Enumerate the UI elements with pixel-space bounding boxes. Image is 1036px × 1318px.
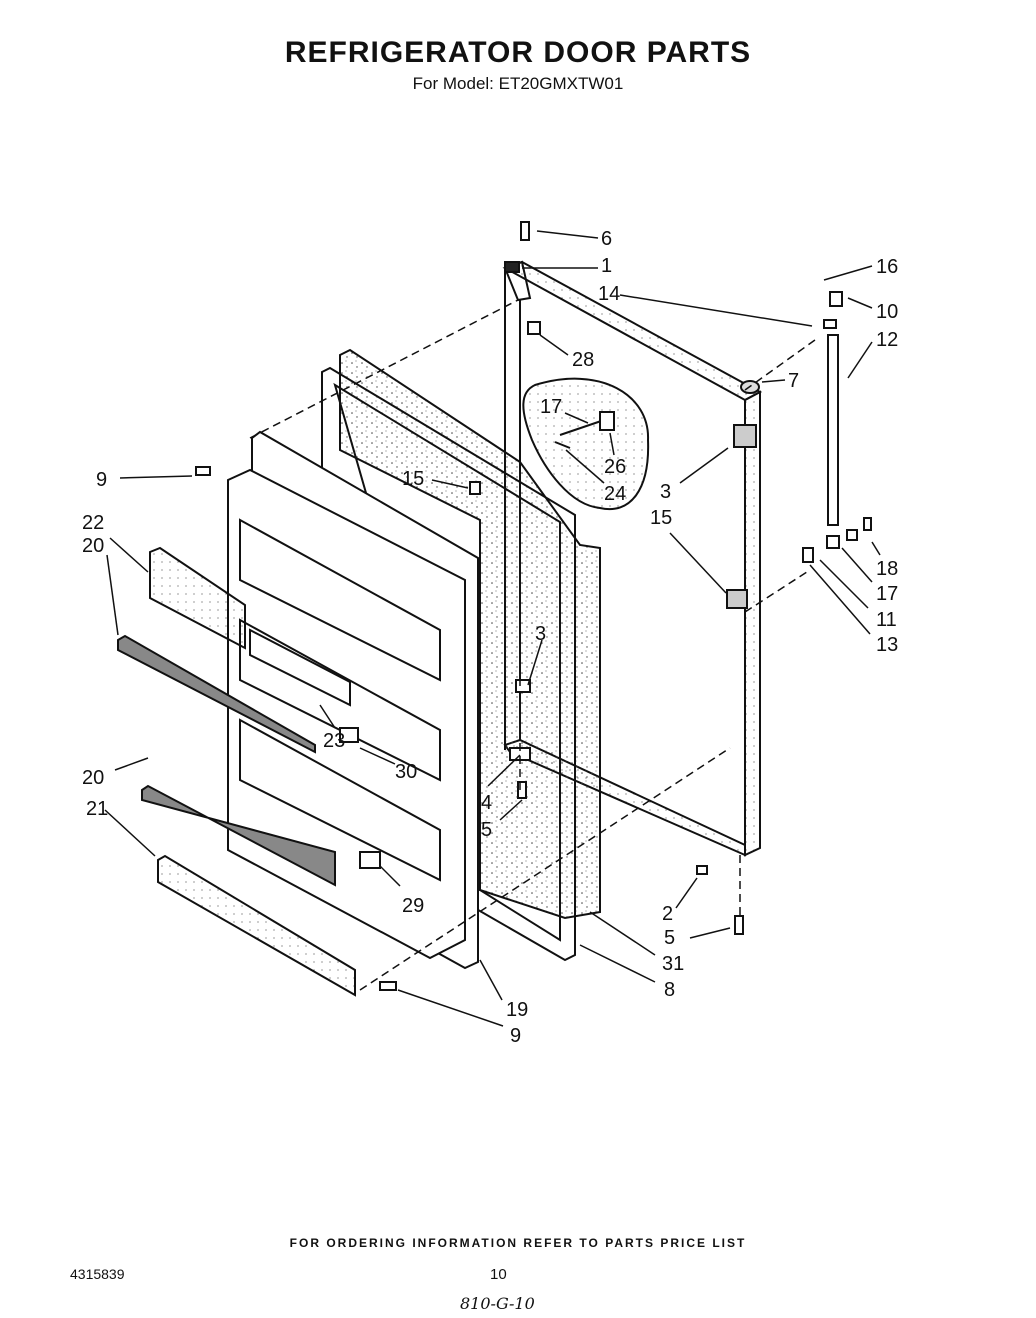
callout-label: 21 (86, 798, 108, 820)
callout-label: 9 (96, 469, 107, 491)
callout-label: 31 (662, 953, 684, 975)
callout-label: 13 (876, 634, 898, 656)
callout-label: 19 (506, 999, 528, 1021)
page-number: 10 (490, 1266, 507, 1283)
callout-label: 14 (598, 283, 620, 305)
callout-label: 7 (788, 370, 799, 392)
callout-label: 20 (82, 767, 104, 789)
callout-label: 10 (876, 301, 898, 323)
callout-label: 16 (876, 256, 898, 278)
callout-label: 15 (402, 468, 424, 490)
callout-label: 24 (604, 483, 626, 505)
ordering-note: FOR ORDERING INFORMATION REFER TO PARTS … (289, 1236, 747, 1250)
callout-label: 1 (601, 255, 612, 277)
document-number: 4315839 (70, 1266, 125, 1282)
callout-label: 2 (662, 903, 673, 925)
door-shelves (117, 546, 381, 997)
alignment-lines (249, 299, 816, 991)
handwritten-note: 810-G-10 (460, 1294, 535, 1313)
inner-door-liner (227, 430, 479, 970)
callout-label: 17 (876, 583, 898, 605)
callout-label: 22 (82, 512, 104, 534)
callout-label: 28 (572, 349, 594, 371)
callout-label: 6 (601, 228, 612, 250)
callout-label: 20 (82, 535, 104, 557)
model-subtitle: For Model: ET20GMXTW01 (412, 74, 624, 93)
callout-label: 5 (481, 819, 492, 841)
callout-label: 5 (664, 927, 675, 949)
callout-label: 4 (481, 792, 492, 814)
cutaway-detail (522, 377, 650, 511)
callout-label: 17 (540, 396, 562, 418)
callout-label: 29 (402, 895, 424, 917)
callout-label: 12 (876, 329, 898, 351)
callout-label: 8 (664, 979, 675, 1001)
callout-label: 15 (650, 507, 672, 529)
callout-label: 3 (660, 481, 671, 503)
callout-labels: 6 1 14 16 10 12 28 7 17 26 24 3 9 15 22 … (82, 228, 898, 1047)
callout-label: 9 (510, 1025, 521, 1047)
callout-label: 11 (876, 609, 897, 631)
callout-label: 3 (535, 623, 546, 645)
leader-lines (104, 230, 881, 1027)
callout-label: 18 (876, 558, 898, 580)
screws (195, 221, 744, 991)
callout-label: 30 (395, 761, 417, 783)
page-title: REFRIGERATOR DOOR PARTS (284, 36, 752, 69)
callout-label: 26 (604, 456, 626, 478)
callout-label: 23 (323, 730, 345, 752)
